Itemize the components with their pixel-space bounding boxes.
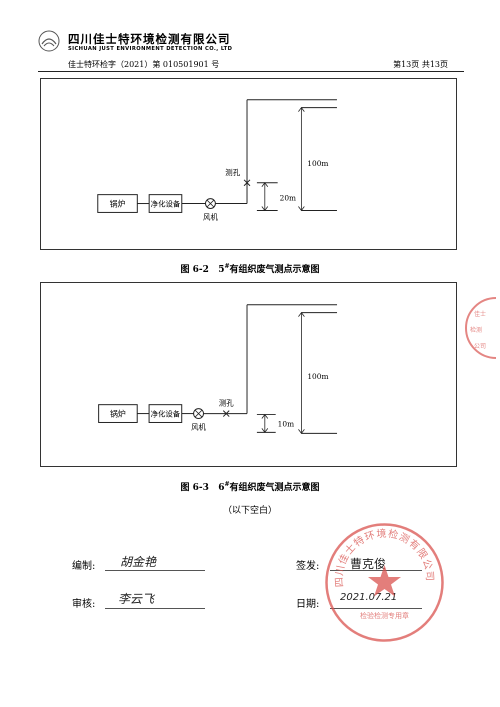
reviewed-by-line (105, 608, 205, 609)
total-height-label: 100m (307, 372, 328, 381)
svg-text:检验检测专用章: 检验检测专用章 (360, 611, 409, 620)
reviewed-by-signature: 李云飞 (118, 592, 155, 606)
report-number: 佳士特环检字（2021）第 010501901 号 (68, 60, 220, 69)
company-name-en: SICHUAN JUST ENVIRONMENT DETECTION CO., … (68, 46, 233, 52)
issued-by-label: 签发: (296, 561, 320, 572)
figure-6-2-svg: 锅炉 净化设备 风机 测孔 20m 100m (97, 99, 337, 221)
reviewed-by-label: 审核: (72, 599, 96, 610)
fan-label: 风机 (203, 211, 218, 221)
company-logo (38, 30, 60, 52)
page-indicator: 第13页 共13页 (393, 60, 448, 69)
boiler-label: 锅炉 (110, 409, 126, 419)
figure-6-3-svg: 锅炉 净化设备 风机 测孔 10m 100m (98, 304, 338, 435)
date-line (330, 608, 422, 609)
date-label: 日期: (296, 599, 320, 610)
test-hole-label: 测孔 (219, 399, 234, 408)
company-seal-stamp: 四川佳士特环境检测有限公司 检验检测专用章 (325, 523, 444, 642)
hole-height-label: 10m (278, 419, 294, 428)
date-value: 2021.07.21 (340, 592, 398, 603)
paging-seal-stamp: 佳士 检测 公司 (465, 297, 496, 359)
purifier-label: 净化设备 (151, 199, 181, 209)
boiler-box (97, 194, 138, 213)
purifier-box (148, 194, 183, 213)
svg-text:佳士: 佳士 (474, 310, 486, 318)
figure-6-3-caption: 图 6-3 6#有组织废气测点示意图 (180, 481, 320, 493)
test-hole-label: 测孔 (225, 168, 240, 177)
issued-by-signature: 曹克俊 (350, 557, 387, 571)
hole-height-label: 20m (280, 194, 296, 203)
seal-star-icon (368, 565, 401, 597)
compiled-by-label: 编制: (72, 561, 96, 572)
purifier-box (148, 404, 183, 423)
purifier-label: 净化设备 (151, 409, 181, 419)
fan-label: 风机 (191, 421, 206, 431)
boiler-box (98, 404, 138, 423)
svg-text:公司: 公司 (474, 343, 486, 350)
header-divider (38, 71, 464, 72)
company-name-cn: 四川佳士特环境检测有限公司 (68, 32, 231, 46)
svg-text:检测: 检测 (470, 326, 482, 334)
compiled-by-line (105, 570, 205, 571)
figure-6-2-caption: 图 6-2 5#有组织废气测点示意图 (180, 263, 320, 275)
issued-by-line (330, 570, 422, 571)
figure-6-3-diagram: 锅炉 净化设备 风机 测孔 10m 100m (40, 282, 457, 467)
compiled-by-signature: 胡金艳 (120, 555, 157, 569)
blank-below-note: （以下空白） (222, 506, 277, 516)
figure-6-2-diagram: 锅炉 净化设备 风机 测孔 20m 100m (40, 78, 457, 250)
total-height-label: 100m (307, 159, 328, 168)
boiler-label: 锅炉 (110, 199, 126, 209)
